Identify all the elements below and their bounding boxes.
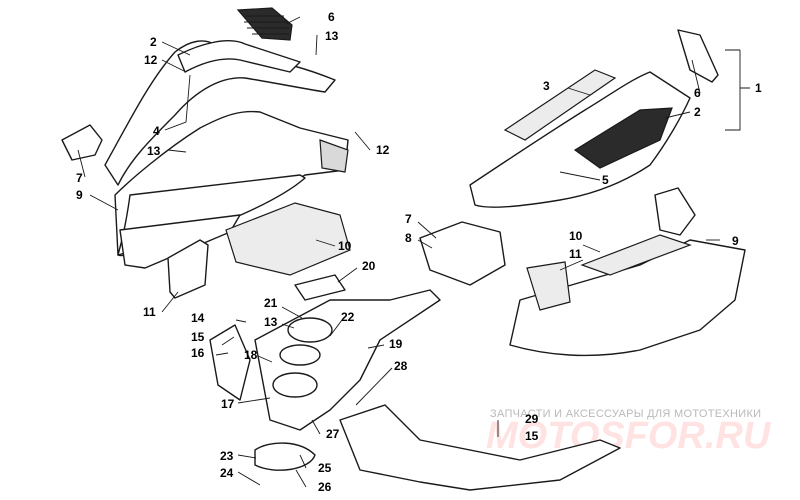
insulation-pad-10-left bbox=[225, 202, 351, 276]
callout-10-right: 10 bbox=[569, 229, 583, 243]
hood-upper-panel bbox=[104, 7, 336, 186]
callout-4: 4 bbox=[153, 124, 160, 138]
leader-lines bbox=[77, 16, 750, 488]
callout-27: 27 bbox=[326, 427, 340, 441]
callout-24: 24 bbox=[220, 466, 234, 480]
callout-7-left: 7 bbox=[76, 171, 83, 185]
callout-29: 29 bbox=[525, 412, 539, 426]
callout-15-left: 15 bbox=[191, 330, 205, 344]
callout-21: 21 bbox=[264, 296, 278, 310]
duct-ring-lower bbox=[272, 372, 318, 398]
center-air-duct-assembly bbox=[209, 274, 441, 471]
callout-26: 26 bbox=[318, 480, 332, 494]
panel-11-left bbox=[167, 239, 209, 299]
part-16 bbox=[209, 324, 251, 401]
callout-6-right: 6 bbox=[694, 86, 701, 100]
callout-8: 8 bbox=[405, 231, 412, 245]
callout-2-right: 2 bbox=[694, 105, 701, 119]
decal-graphic bbox=[573, 107, 673, 169]
callout-11-right: 11 bbox=[569, 247, 582, 261]
grille-6-right bbox=[677, 29, 719, 83]
callout-7-center: 7 bbox=[405, 212, 412, 226]
callout-11-left: 11 bbox=[143, 305, 156, 319]
bracket-7-left bbox=[61, 124, 103, 161]
part-20 bbox=[294, 274, 346, 301]
watermark-brand: MOTOSFOR.RU bbox=[486, 415, 772, 457]
callout-1: 1 bbox=[755, 81, 762, 95]
callout-10-left: 10 bbox=[338, 239, 352, 253]
callout-28: 28 bbox=[394, 359, 408, 373]
vent-grille bbox=[236, 7, 293, 41]
callout-14: 14 bbox=[191, 311, 205, 325]
callout-23: 23 bbox=[220, 449, 234, 463]
lower-side-cover bbox=[509, 187, 746, 357]
callout-13-left: 13 bbox=[147, 144, 161, 158]
callout-17: 17 bbox=[221, 397, 235, 411]
pad-11-right bbox=[526, 261, 571, 311]
callout-9-right: 9 bbox=[732, 234, 739, 248]
callout-16: 16 bbox=[191, 346, 205, 360]
panel-3 bbox=[503, 69, 617, 141]
callout-22: 22 bbox=[341, 310, 355, 324]
callout-19: 19 bbox=[389, 337, 403, 351]
callout-labels: 6 13 2 12 4 13 12 7 9 10 11 1 3 6 2 5 7 … bbox=[76, 10, 762, 494]
hood-bottom-pan bbox=[114, 110, 349, 269]
callout-9-left: 9 bbox=[76, 188, 83, 202]
belly-pan bbox=[339, 404, 621, 491]
part-23 bbox=[254, 442, 316, 471]
side-panel-right bbox=[469, 29, 719, 208]
callout-6-top: 6 bbox=[328, 10, 335, 24]
watermark-caption: ЗАПЧАСТИ И АКСЕССУАРЫ ДЛЯ МОТОТЕХНИКИ bbox=[490, 408, 761, 420]
callout-13-top: 13 bbox=[325, 29, 339, 43]
pad-10-right bbox=[580, 234, 692, 276]
callout-5: 5 bbox=[602, 173, 609, 187]
duct-ring-upper bbox=[287, 317, 333, 343]
callout-13-center: 13 bbox=[264, 315, 278, 329]
callout-2-left: 2 bbox=[150, 35, 157, 49]
vent-housing-8 bbox=[419, 221, 506, 286]
callout-20: 20 bbox=[362, 259, 376, 273]
callout-25: 25 bbox=[318, 461, 332, 475]
callout-18: 18 bbox=[244, 348, 258, 362]
callout-12-left: 12 bbox=[144, 53, 158, 67]
callout-12-right: 12 bbox=[376, 143, 390, 157]
callout-3: 3 bbox=[543, 79, 550, 93]
callout-15-right: 15 bbox=[525, 429, 539, 443]
latch-bracket bbox=[319, 139, 349, 173]
